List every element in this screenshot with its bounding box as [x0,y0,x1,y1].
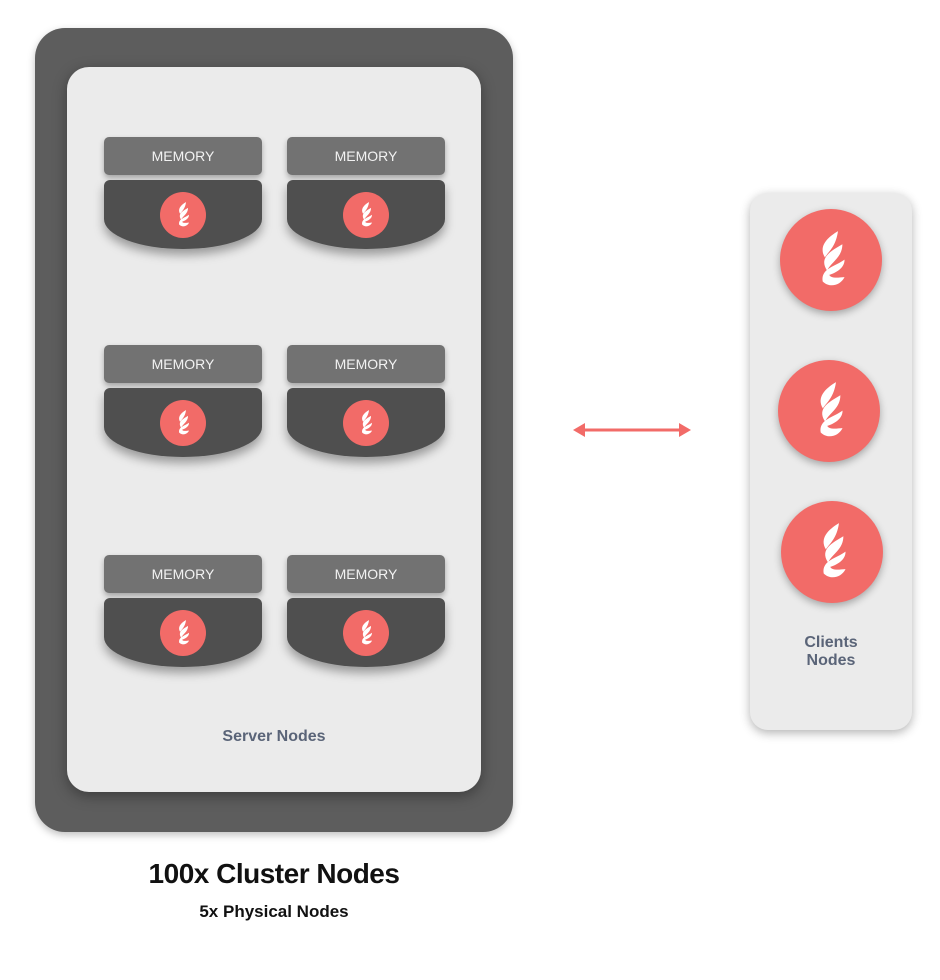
node-logo [160,400,206,446]
flame-icon [822,231,845,286]
node-logo [160,192,206,238]
client-node [781,501,883,603]
flame-icon [178,410,189,435]
server-node: MEMORY [104,555,262,667]
server-node: MEMORY [287,555,445,667]
node-base [287,388,445,457]
client-node [780,209,882,311]
flame-icon [823,523,846,578]
flame-icon [178,620,189,645]
node-base [104,388,262,457]
node-logo [343,192,389,238]
server-node: MEMORY [287,345,445,457]
server-node: MEMORY [104,137,262,249]
node-logo [160,610,206,656]
node-logo [343,400,389,446]
flame-icon [178,202,189,227]
memory-label: MEMORY [104,555,262,593]
memory-label: MEMORY [287,137,445,175]
flame-icon [361,410,372,435]
memory-label: MEMORY [104,345,262,383]
server-node: MEMORY [287,137,445,249]
memory-label: MEMORY [104,137,262,175]
cluster-subtitle: 5x Physical Nodes [199,902,349,921]
server-nodes-label: Server Nodes [222,728,326,745]
client-label-line1: Clients [804,634,858,651]
client-label-line2: Nodes [806,652,856,669]
memory-label: MEMORY [287,345,445,383]
node-base [104,598,262,667]
client-nodes-label: Clients Nodes [750,634,912,670]
cluster-title: 100x Cluster Nodes [148,858,400,889]
client-node [778,360,880,462]
node-base [287,598,445,667]
flame-icon [361,620,372,645]
server-node: MEMORY [104,345,262,457]
memory-label: MEMORY [287,555,445,593]
node-logo [343,610,389,656]
node-base [104,180,262,249]
flame-icon [361,202,372,227]
flame-icon [820,382,843,437]
bidirectional-arrow [573,423,691,437]
node-base [287,180,445,249]
